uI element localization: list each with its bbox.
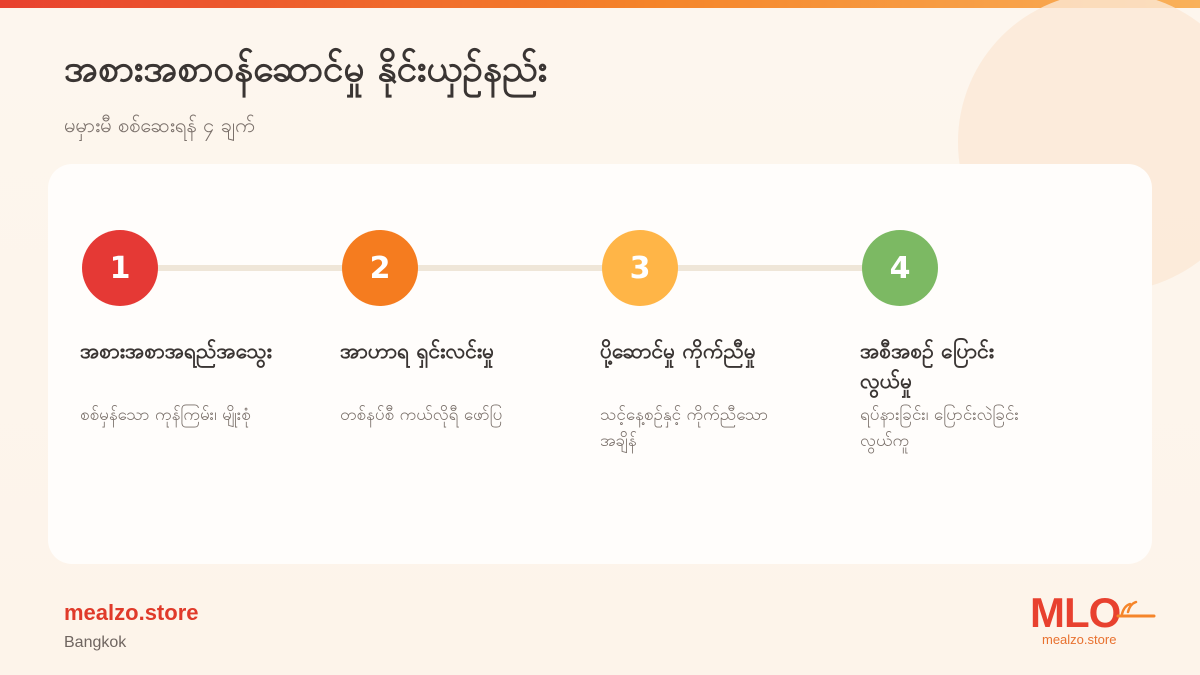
step-connector — [670, 265, 870, 271]
step-2-desc: တစ်နပ်စီ ကယ်လိုရီ ဖော်ပြ — [340, 405, 503, 425]
step-3-desc: သင့်နေ့စဉ်နှင့် ကိုက်ညီသောအချိန် — [600, 405, 769, 451]
footer-site: mealzo.store — [64, 600, 199, 625]
step-connector — [150, 265, 350, 271]
step-4-title: အစီအစဉ် ပြောင်းလွယ်မှု — [860, 339, 995, 393]
brand-logo: MLO mealzo.store — [1030, 590, 1160, 650]
steps-card — [48, 164, 1152, 564]
step-1-title: အစားအစာအရည်အသွေး — [80, 339, 272, 363]
step-4-desc: ရပ်နားခြင်း၊ ပြောင်းလဲခြင်း လွယ်ကူ — [860, 405, 1019, 451]
page-subtitle: မမှားမီ စစ်ဆေးရန် ၄ ချက် — [64, 113, 255, 137]
logo-mark: MLO — [1030, 589, 1121, 636]
step-2-badge: 2 — [342, 230, 418, 306]
step-connector — [410, 265, 610, 271]
top-accent-bar — [0, 0, 1200, 8]
step-3-badge: 3 — [602, 230, 678, 306]
step-3-title: ပို့ဆောင်မှု ကိုက်ညီမှု — [600, 339, 756, 363]
step-2-title: အာဟာရ ရှင်းလင်းမှု — [340, 339, 495, 363]
logo-subtitle: mealzo.store — [1042, 632, 1117, 647]
step-1-badge: 1 — [82, 230, 158, 306]
step-1-desc: စစ်မှန်သော ကုန်ကြမ်း၊ မျိုးစုံ — [80, 405, 251, 425]
footer-city: Bangkok — [64, 634, 127, 651]
bowl-icon — [1116, 600, 1156, 618]
step-4-badge: 4 — [862, 230, 938, 306]
page-title: အစားအစာဝန်ဆောင်မှု နိုင်းယှဉ်နည်း — [64, 47, 548, 90]
